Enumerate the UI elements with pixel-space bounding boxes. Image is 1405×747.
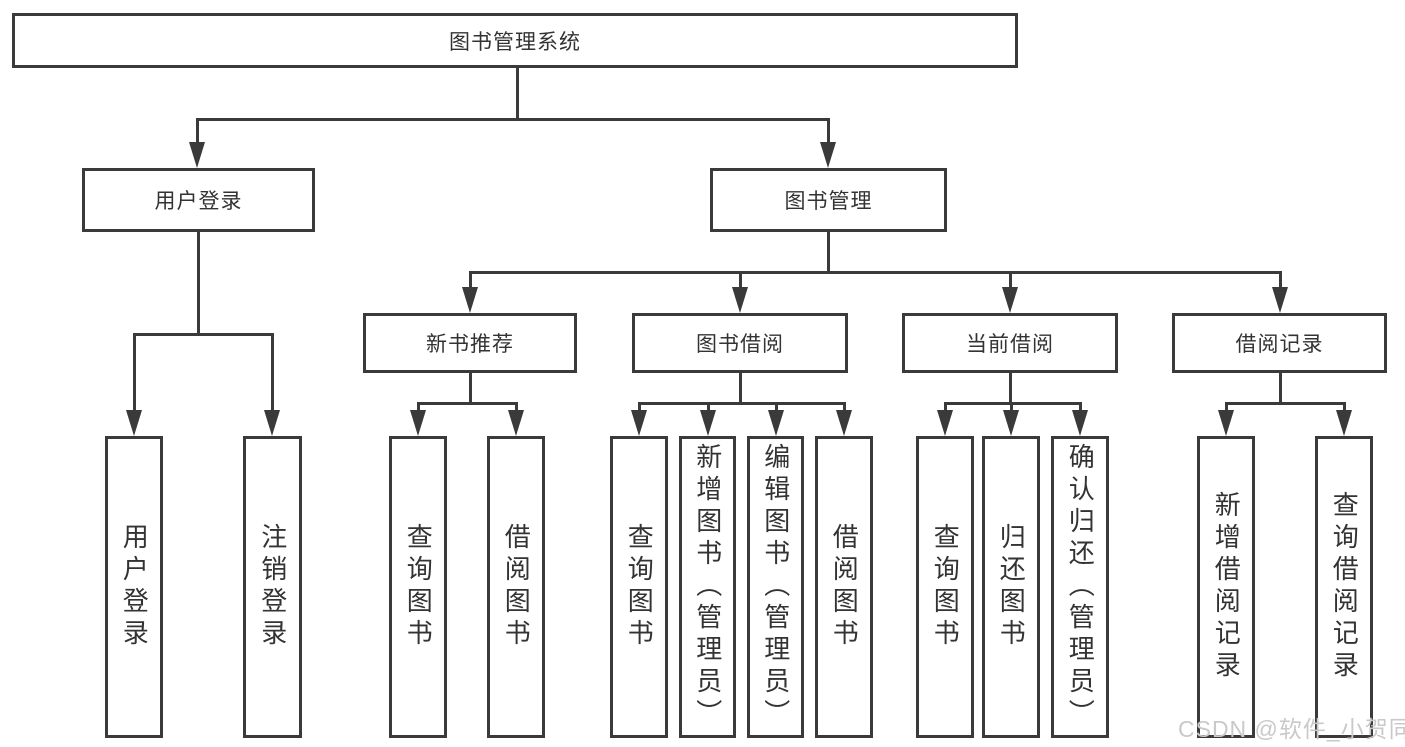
node-current-borrow-label: 当前借阅 <box>966 333 1054 356</box>
connector-arrow <box>836 410 852 436</box>
connector-line <box>638 402 846 405</box>
connector-line <box>196 118 830 121</box>
connector-line <box>1009 373 1012 405</box>
node-current-borrow: 当前借阅 <box>902 313 1118 373</box>
leaf-edit-book-admin: 编辑图书（管理员） <box>747 436 804 738</box>
connector-line <box>944 402 947 416</box>
node-borrow-record: 借阅记录 <box>1172 313 1387 373</box>
leaf-return-book: 归还图书 <box>982 436 1040 738</box>
leaf-add-borrow-record: 新增借阅记录 <box>1197 436 1255 738</box>
connector-arrow <box>189 142 205 168</box>
connector-line <box>1343 402 1346 416</box>
node-new-book-recommend: 新书推荐 <box>363 313 577 373</box>
leaf-borrow-book-1-label: 借阅图书 <box>501 523 532 651</box>
node-book-borrow-label: 图书借阅 <box>696 333 784 356</box>
leaf-borrow-book-2: 借阅图书 <box>815 436 873 738</box>
connector-line <box>1010 402 1013 416</box>
connector-arrow <box>631 410 647 436</box>
connector-line <box>1009 271 1012 293</box>
node-book-management-label: 图书管理 <box>784 190 873 213</box>
node-user-login-label: 用户登录 <box>154 190 243 213</box>
leaf-query-book-2: 查询图书 <box>610 436 668 738</box>
node-root-label: 图书管理系统 <box>449 30 581 54</box>
leaf-confirm-return-admin: 确认归还（管理员） <box>1051 436 1109 738</box>
connector-arrow <box>700 410 716 436</box>
connector-arrow <box>126 410 142 436</box>
connector-arrow <box>820 142 836 168</box>
leaf-query-borrow-record: 查询借阅记录 <box>1315 436 1373 738</box>
connector-arrow <box>1003 410 1019 436</box>
connector-arrow <box>1002 287 1018 313</box>
node-root: 图书管理系统 <box>12 13 1018 68</box>
leaf-edit-book-admin-label: 编辑图书（管理员） <box>760 443 791 731</box>
connector-arrow <box>937 410 953 436</box>
leaf-add-borrow-record-label: 新增借阅记录 <box>1211 491 1242 683</box>
leaf-user-login: 用户登录 <box>105 436 163 738</box>
leaf-query-book-1: 查询图书 <box>389 436 447 738</box>
connector-line <box>417 402 420 416</box>
connector-line <box>515 402 518 416</box>
connector-arrow <box>1336 410 1352 436</box>
leaf-borrow-book-2-label: 借阅图书 <box>829 523 860 651</box>
connector-line <box>516 68 519 121</box>
connector-arrow <box>462 287 478 313</box>
leaf-user-login-label: 用户登录 <box>119 523 150 651</box>
leaf-query-borrow-record-label: 查询借阅记录 <box>1329 491 1360 683</box>
leaf-borrow-book-1: 借阅图书 <box>487 436 545 738</box>
connector-line <box>1225 402 1346 405</box>
connector-arrow <box>768 410 784 436</box>
leaf-logout: 注销登录 <box>243 436 302 738</box>
leaf-add-book-admin: 新增图书（管理员） <box>679 436 736 738</box>
connector-arrow <box>410 410 426 436</box>
connector-line <box>827 232 830 274</box>
node-book-management: 图书管理 <box>710 168 947 232</box>
connector-line <box>739 373 742 405</box>
connector-line <box>843 402 846 416</box>
leaf-add-book-admin-label: 新增图书（管理员） <box>692 443 723 731</box>
leaf-query-book-1-label: 查询图书 <box>403 523 434 651</box>
connector-line <box>739 271 742 293</box>
connector-line <box>196 118 199 148</box>
leaf-query-book-2-label: 查询图书 <box>624 523 655 651</box>
connector-arrow <box>1218 410 1234 436</box>
connector-line <box>944 402 1082 405</box>
leaf-logout-label: 注销登录 <box>257 523 288 651</box>
connector-line <box>133 333 136 414</box>
connector-line <box>707 402 710 416</box>
leaf-query-book-3-label: 查询图书 <box>930 523 961 651</box>
connector-line <box>1279 271 1282 293</box>
connector-line <box>469 271 472 293</box>
connector-line <box>469 271 1282 274</box>
connector-arrow <box>264 410 280 436</box>
connector-arrow <box>508 410 524 436</box>
leaf-confirm-return-admin-label: 确认归还（管理员） <box>1065 443 1096 731</box>
connector-line <box>1079 402 1082 416</box>
csdn-watermark: CSDN @软件_小贺同学 <box>1178 716 1405 742</box>
connector-line <box>775 402 778 416</box>
node-new-book-recommend-label: 新书推荐 <box>426 333 514 356</box>
node-book-borrow: 图书借阅 <box>632 313 848 373</box>
connector-arrow <box>732 287 748 313</box>
leaf-return-book-label: 归还图书 <box>996 523 1027 651</box>
connector-line <box>1279 373 1282 405</box>
connector-line <box>638 402 641 416</box>
connector-arrow <box>1072 410 1088 436</box>
connector-line <box>271 333 274 414</box>
connector-line <box>133 333 274 336</box>
node-user-login: 用户登录 <box>82 168 315 232</box>
connector-line <box>827 118 830 148</box>
connector-line <box>197 232 200 336</box>
leaf-query-book-3: 查询图书 <box>916 436 974 738</box>
node-borrow-record-label: 借阅记录 <box>1235 333 1324 356</box>
connector-arrow <box>1272 287 1288 313</box>
connector-line <box>417 402 518 405</box>
connector-line <box>1225 402 1228 416</box>
connector-line <box>469 373 472 405</box>
